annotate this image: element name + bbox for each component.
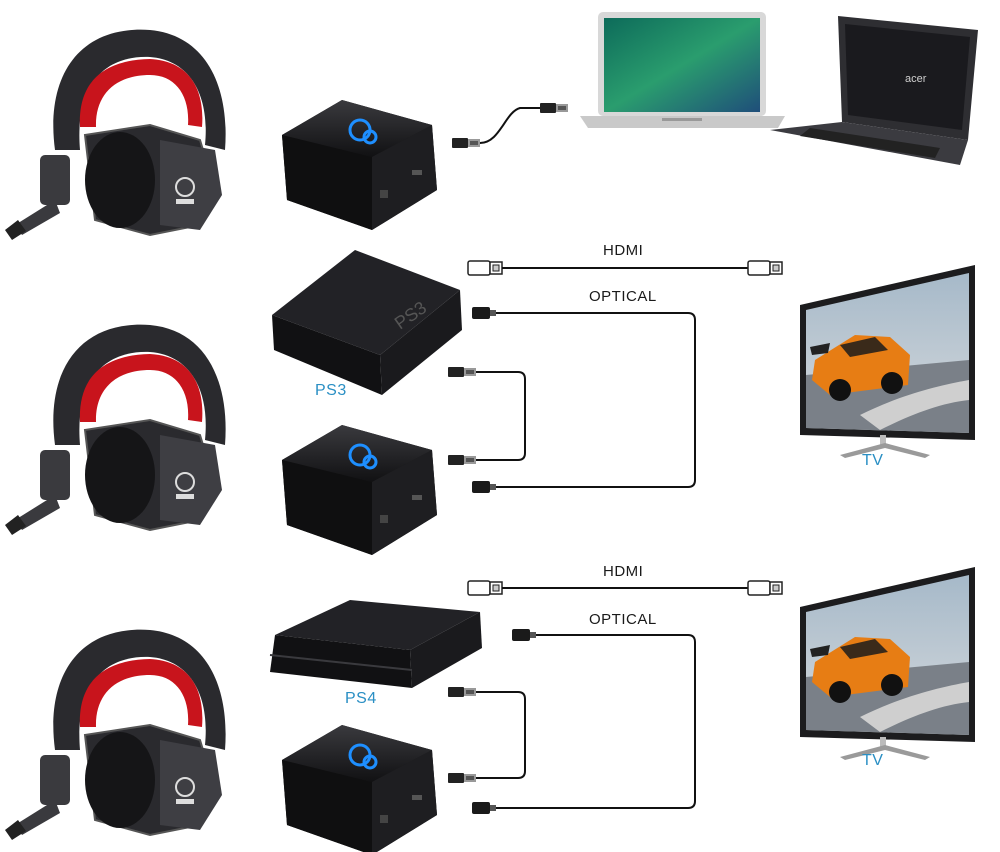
ps4-label: PS4 (345, 690, 377, 708)
hdmi-label-1: HDMI (603, 242, 643, 259)
tv-image-2 (800, 567, 975, 760)
headset-image-1 (5, 30, 226, 240)
ps3-console-image: PS3 (272, 250, 462, 395)
headset-image-2 (5, 325, 226, 535)
adapter-image-3 (282, 725, 437, 852)
adapter-image-1 (282, 100, 437, 230)
optical-label-1: OPTICAL (589, 288, 657, 305)
laptop-brand-text: acer (905, 73, 927, 85)
macbook-image (580, 12, 785, 128)
tv-label-1: TV (862, 452, 883, 470)
headset-image-3 (5, 630, 226, 840)
ps4-console-image (270, 600, 482, 688)
acer-laptop-image (770, 16, 978, 165)
tv-label-2: TV (862, 752, 883, 770)
hdmi-label-2: HDMI (603, 563, 643, 580)
ps3-label: PS3 (315, 382, 347, 400)
tv-image-1 (800, 265, 975, 458)
optical-label-2: OPTICAL (589, 611, 657, 628)
adapter-image-2 (282, 425, 437, 555)
